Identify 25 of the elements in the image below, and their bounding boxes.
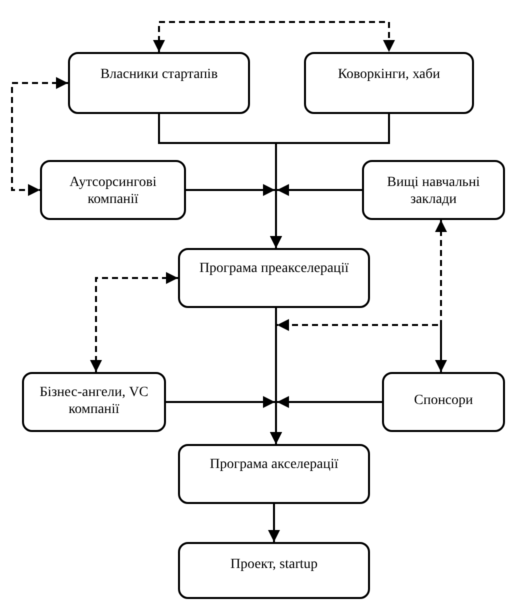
process-box xyxy=(68,52,250,114)
process-box xyxy=(362,160,505,220)
dashed-arrow xyxy=(153,21,395,52)
arrow xyxy=(268,504,280,542)
box-label: Програма акселерації xyxy=(210,456,338,473)
process-box xyxy=(22,372,166,432)
box-label: Власники стартапів xyxy=(100,66,218,83)
box-label: Аутсорсингові компанії xyxy=(68,174,158,208)
dashed-arrow xyxy=(435,220,447,372)
box-label: Вищі навчальні заклади xyxy=(386,174,481,208)
process-box xyxy=(382,372,505,432)
dashed-arrow xyxy=(11,77,68,196)
process-box xyxy=(178,444,370,504)
box-label: Програма преакселерації xyxy=(199,260,349,277)
process-box xyxy=(304,52,474,114)
dashed-arrow xyxy=(90,272,178,372)
process-box xyxy=(40,160,186,220)
box-label: Проект, startup xyxy=(230,556,318,573)
box-label: Бізнес-ангели, VC компанії xyxy=(38,384,150,418)
arrow xyxy=(270,184,362,248)
arrow xyxy=(270,396,382,444)
process-box xyxy=(178,542,370,599)
box-label: Коворкінги, хаби xyxy=(338,66,440,83)
process-box xyxy=(178,248,370,308)
box-label: Спонсори xyxy=(414,392,474,409)
